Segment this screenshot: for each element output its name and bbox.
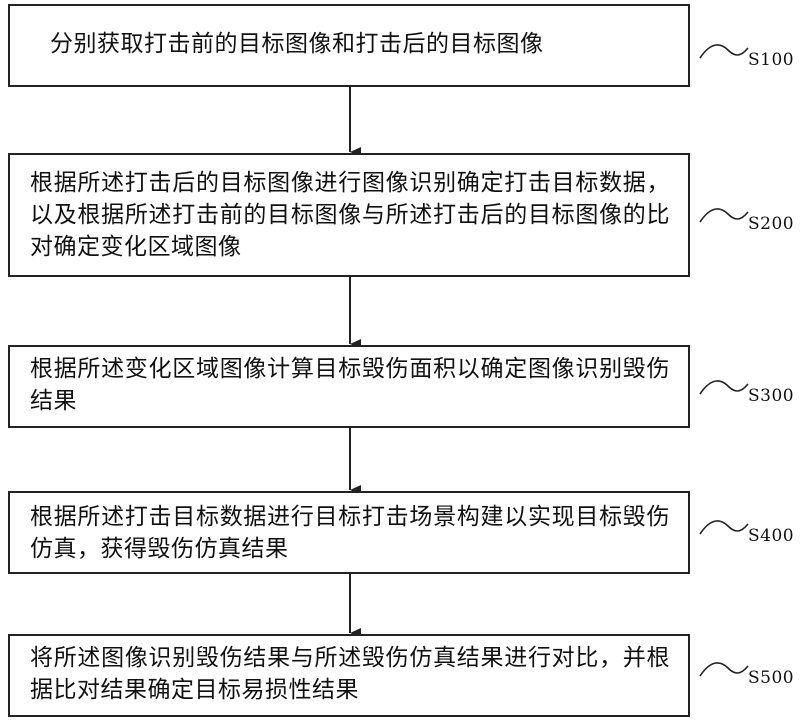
step-text-s200: 根据所述打击后的目标图像进行图像识别确定打击目标数据，以及根据所述打击前的目标图… — [30, 167, 670, 263]
step-box-s200: 根据所述打击后的目标图像进行图像识别确定打击目标数据，以及根据所述打击前的目标图… — [8, 153, 690, 277]
leader-s100 — [700, 45, 748, 58]
leader-s200 — [700, 209, 748, 222]
step-label-s100: S100 — [748, 50, 794, 70]
leader-s500 — [700, 663, 748, 676]
step-box-s100: 分别获取打击前的目标图像和打击后的目标图像 — [8, 4, 690, 87]
step-label-s400: S400 — [748, 526, 794, 546]
step-label-s200: S200 — [748, 214, 794, 234]
step-text-s300: 根据所述变化区域图像计算目标毁伤面积以确定图像识别毁伤结果 — [30, 353, 670, 417]
leader-s300 — [700, 381, 748, 394]
step-box-s300: 根据所述变化区域图像计算目标毁伤面积以确定图像识别毁伤结果 — [8, 345, 690, 428]
step-label-s300: S300 — [748, 386, 794, 406]
step-box-s400: 根据所述打击目标数据进行目标打击场景构建以实现目标毁伤仿真，获得毁伤仿真结果 — [8, 491, 690, 574]
step-text-s100: 分别获取打击前的目标图像和打击后的目标图像 — [50, 28, 670, 60]
leader-s400 — [700, 521, 748, 534]
step-box-s500: 将所述图像识别毁伤结果与所述毁伤仿真结果进行对比，并根据比对结果确定目标易损性结… — [8, 634, 690, 717]
step-text-s400: 根据所述打击目标数据进行目标打击场景构建以实现目标毁伤仿真，获得毁伤仿真结果 — [30, 501, 670, 565]
step-label-s500: S500 — [748, 668, 794, 688]
step-text-s500: 将所述图像识别毁伤结果与所述毁伤仿真结果进行对比，并根据比对结果确定目标易损性结… — [30, 642, 670, 706]
